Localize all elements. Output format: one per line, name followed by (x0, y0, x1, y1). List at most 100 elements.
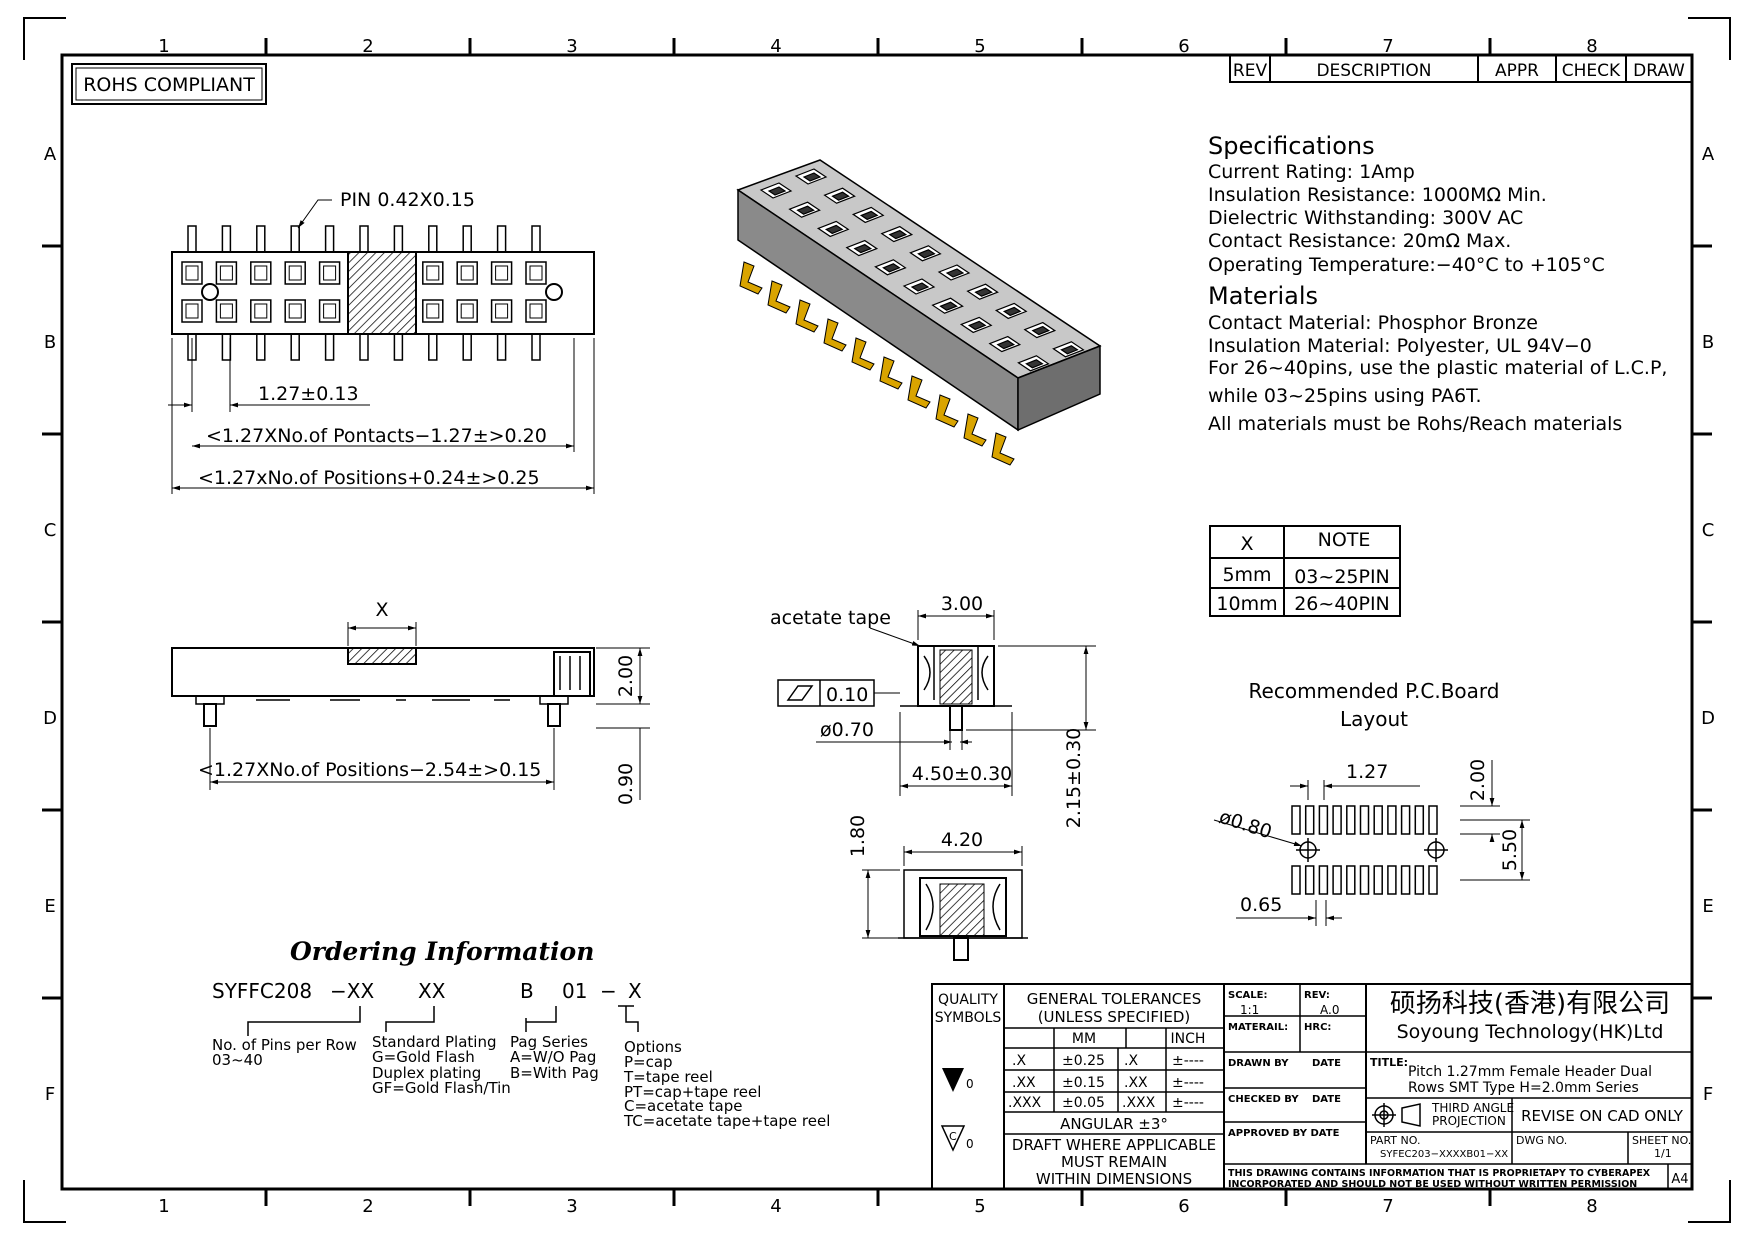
pcb-subtitle: Layout (1340, 707, 1408, 731)
contact-cavity (456, 261, 478, 285)
contact-cavity-inner (529, 265, 543, 281)
section-view-2 (862, 846, 1028, 961)
col-label-bottom: 3 (566, 1196, 577, 1217)
pcb-pad (1387, 805, 1397, 835)
tol-cell: .XXX (1122, 1095, 1156, 1111)
iso-cavity-contact (996, 339, 1016, 350)
contact-cavity (456, 299, 478, 323)
sheet-size: A4 (1671, 1172, 1688, 1187)
contact-pin (496, 225, 507, 253)
contact-cavity-inner (185, 265, 199, 281)
part-no-value: SYFEC203−XXXXB01−XX (1380, 1149, 1508, 1160)
acetate-tape-label: acetate tape (770, 607, 891, 629)
contact-cavity (490, 261, 513, 285)
iso-lead (823, 318, 847, 352)
contact-cavity (181, 299, 203, 323)
col-label-bottom: 6 (1178, 1196, 1189, 1217)
company-name-english: Soyoung Technology(HK)Ltd (1397, 1021, 1664, 1043)
col-label-top: 7 (1382, 36, 1393, 57)
col-label-top: 6 (1178, 36, 1189, 57)
row-label-right: A (1702, 144, 1715, 165)
tol-cell: .XX (1124, 1075, 1148, 1091)
finish-symbol-2-value: 0 (966, 1137, 974, 1151)
iso-lead (851, 337, 875, 371)
note-table-cell: 03~25PIN (1294, 566, 1390, 588)
option-line: Options (624, 1038, 682, 1056)
section-top-dimension: 3.00 (941, 593, 983, 615)
pcb-title: Recommended P.C.Board (1249, 679, 1500, 703)
contact-cavity (215, 299, 238, 323)
iso-cavity-contact (853, 243, 873, 254)
contact-pin (428, 225, 438, 253)
row-label-left: C (44, 520, 57, 541)
order-code-part: X (628, 979, 642, 1003)
zone-ticks (42, 38, 1712, 1206)
peg-line: Pag Series (510, 1033, 588, 1051)
tol-cell: ±---- (1172, 1075, 1204, 1091)
specifications-heading: Specifications (1208, 132, 1375, 160)
appr-header: APPR (1495, 61, 1539, 81)
top-view (168, 199, 595, 494)
pcb-pad (1428, 865, 1438, 895)
ordering-heading: Ordering Information (290, 937, 594, 966)
section-width-dimension: 4.50±0.30 (912, 763, 1013, 785)
finish-symbol-2: C (940, 1125, 966, 1152)
iso-lead (879, 356, 903, 390)
contact-pin (221, 225, 232, 253)
order-code-part: −XX (330, 979, 374, 1003)
scale-value: 1:1 (1240, 1003, 1259, 1017)
iso-lead (795, 299, 819, 333)
contact-pin (428, 333, 438, 361)
contact-cavity-inner (460, 303, 474, 319)
contact-cavity (181, 261, 203, 285)
contact-cavity-inner (323, 265, 337, 281)
iso-cavity-contact (939, 301, 958, 311)
iso-cavity-contact (1025, 359, 1044, 369)
revise-on-cad-note: REVISE ON CAD ONLY (1521, 1107, 1684, 1125)
finish-symbol-1-value: 0 (966, 1077, 974, 1091)
drawn-date-label: DATE (1312, 1058, 1341, 1069)
col-label-top: 3 (566, 36, 577, 57)
angular-tolerance: ANGULAR ±3° (1060, 1115, 1168, 1133)
iso-cavity-contact (888, 229, 908, 240)
x-dimension: X (375, 599, 388, 621)
iso-lead (991, 432, 1015, 466)
projection-label: PROJECTION (1432, 1114, 1506, 1128)
order-code-part: XX (418, 979, 446, 1003)
contact-cavity-inner (529, 303, 543, 319)
pcb-pad (1387, 865, 1397, 895)
rev-label: REV: (1304, 990, 1330, 1001)
third-angle-projection-icon (1372, 1103, 1421, 1127)
tol-cell: .XX (1012, 1075, 1036, 1091)
rev-header: REV (1233, 61, 1268, 81)
pcb-pad (1318, 805, 1329, 835)
tol-cell: ±---- (1172, 1053, 1204, 1069)
pcb-pad-length-dimension: 2.00 (1467, 759, 1489, 801)
sheet-no-label: SHEET NO. (1632, 1134, 1691, 1147)
draft-note: WITHIN DIMENSIONS (1036, 1170, 1192, 1188)
rev-value: A.0 (1320, 1003, 1339, 1017)
flatness-tolerance: 0.10 (826, 684, 868, 706)
section2-height-dimension: 1.80 (847, 815, 869, 857)
contact-pin (496, 333, 507, 361)
pcb-pad (1400, 865, 1411, 895)
pcb-hole-dimension: ø0.80 (1216, 806, 1274, 844)
contact-cavity-inner (254, 265, 268, 281)
contact-cavity (284, 261, 306, 285)
contact-cavity-inner (323, 303, 337, 319)
revision-table (1229, 54, 1693, 83)
tol-cell: .X (1124, 1053, 1138, 1069)
note-table (1209, 525, 1401, 617)
pcb-pad (1414, 865, 1425, 895)
col-label-bottom: 5 (974, 1196, 985, 1217)
row-label-right: D (1701, 708, 1715, 729)
iso-cavity-contact (1002, 306, 1022, 317)
iso-cavity-contact (859, 210, 879, 221)
pcb-pad (1291, 805, 1301, 835)
contact-pin (359, 225, 369, 253)
iso-cavity-contact (767, 186, 787, 196)
proprietary-notice: THIS DRAWING CONTAINS INFORMATION THAT I… (1228, 1168, 1651, 1179)
order-code-part: B (520, 979, 534, 1003)
rohs-box: ROHS COMPLIANT (71, 63, 267, 105)
